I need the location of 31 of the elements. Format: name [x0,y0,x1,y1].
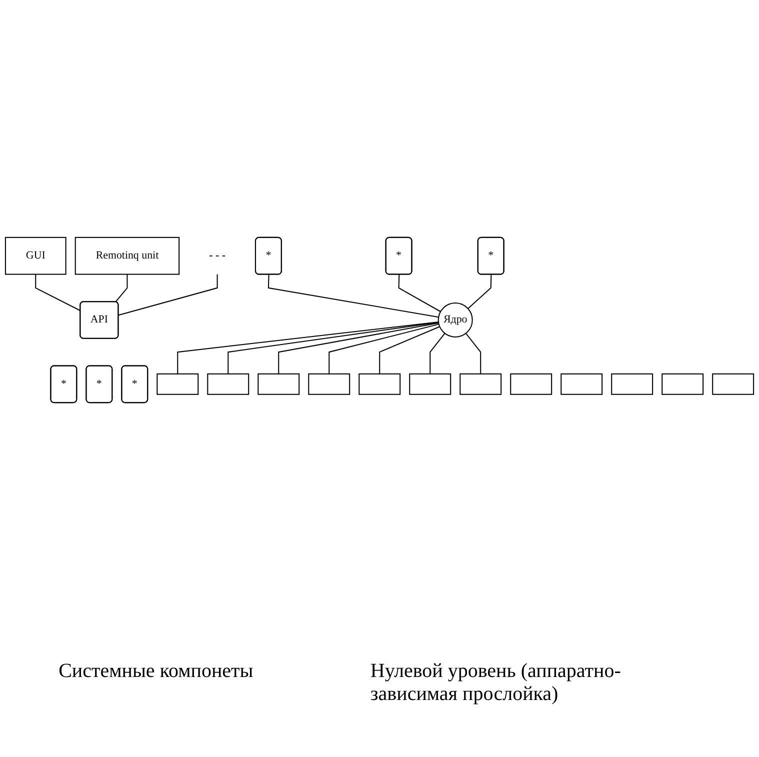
connector [177,321,439,374]
connector [328,324,439,374]
node-box: Remotinq unit [74,236,180,275]
node-box [308,373,350,395]
connector [398,274,441,312]
node-box: GUI [4,236,66,275]
connector [35,274,81,312]
connector [115,274,128,302]
node-text: - - - [209,250,226,262]
connector [465,333,482,374]
node-box [460,373,502,395]
connector [468,274,492,309]
connector [118,274,218,316]
connector [268,274,439,318]
node-box [358,373,401,395]
node-box [207,373,250,395]
caption-text: Системные компонеты [58,660,254,684]
node-circle: Ядро [438,302,473,338]
node-box [409,373,452,395]
node-box [712,373,754,395]
node-box [258,373,300,395]
connector [430,333,446,374]
node-box [662,373,704,395]
node-box [156,373,199,395]
node-box [560,373,603,395]
connector [379,326,440,374]
connector [228,322,439,374]
node-box [510,373,552,395]
connector [278,322,439,374]
node-box [611,373,654,395]
caption-text: Нулевой уровень (аппаратно-зависимая прослойка) [370,660,622,706]
